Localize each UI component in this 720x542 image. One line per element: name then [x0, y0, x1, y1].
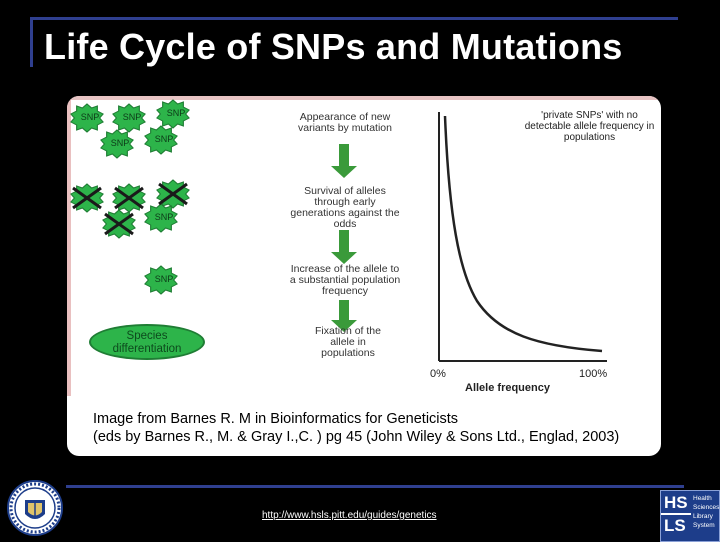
snp-label: SNP: [154, 274, 174, 284]
step-increase: Increase of the allele to a substantial …: [289, 263, 401, 297]
snp-label: SNP: [154, 212, 174, 222]
hsls-word-library: Library: [693, 513, 713, 520]
hsls-word-sciences: Sciences: [693, 504, 720, 511]
snp-label: SNP: [80, 112, 100, 122]
panel-left-edge: [67, 96, 71, 396]
frequency-curve: [443, 115, 603, 353]
down-arrow: [331, 230, 357, 264]
hsls-logo-divider: [661, 513, 691, 515]
university-seal-logo: [7, 480, 63, 536]
snp-label: SNP: [166, 108, 186, 118]
snp-label: SNP: [154, 134, 174, 144]
snp-label: SNP: [110, 138, 130, 148]
hsls-logo-letters-top: HS: [664, 493, 688, 512]
panel-border: [67, 96, 661, 100]
step-survival: Survival of alleles through early genera…: [290, 185, 400, 230]
step-mutation: Appearance of new variants by mutation: [298, 111, 392, 134]
guide-url-link[interactable]: http://www.hsls.pitt.edu/guides/genetics: [262, 510, 437, 521]
hsls-logo-letters-bottom: LS: [664, 516, 686, 535]
footer-rule: [66, 485, 684, 488]
lifecycle-diagram: [70, 99, 607, 362]
figure-panel: SNP SNP SNP SNP SNP SNP SNP Appearance o…: [67, 96, 661, 456]
step-fixation: Fixation of the allele in populations: [315, 325, 381, 359]
hsls-word-health: Health: [693, 495, 712, 502]
caption-line-1: Image from Barnes R. M in Bioinformatics…: [93, 411, 459, 427]
down-arrow: [331, 300, 357, 332]
species-differentiation-oval: Species differentiation: [89, 324, 205, 360]
caption-line-2: (eds by Barnes R., M. & Gray I.,C. ) pg …: [93, 429, 620, 445]
snp-label: SNP: [122, 112, 142, 122]
down-arrow: [331, 144, 357, 178]
slide-title: Life Cycle of SNPs and Mutations: [44, 26, 623, 67]
private-snps-note: 'private SNPs' with no detectable allele…: [524, 110, 655, 143]
title-rule: [30, 17, 678, 20]
x-axis-min-label: 0%: [430, 368, 446, 380]
figure-caption: Image from Barnes R. M in Bioinformatics…: [93, 410, 653, 446]
title-rule-left: [30, 17, 33, 67]
hsls-logo-text: Health Sciences Library System: [693, 494, 719, 530]
x-axis-label: Allele frequency: [465, 382, 550, 394]
cross-marks: [72, 182, 188, 236]
x-axis-max-label: 100%: [579, 368, 608, 380]
hsls-word-system: System: [693, 522, 715, 529]
hsls-logo: HS LS Health Sciences Library System: [660, 490, 720, 542]
